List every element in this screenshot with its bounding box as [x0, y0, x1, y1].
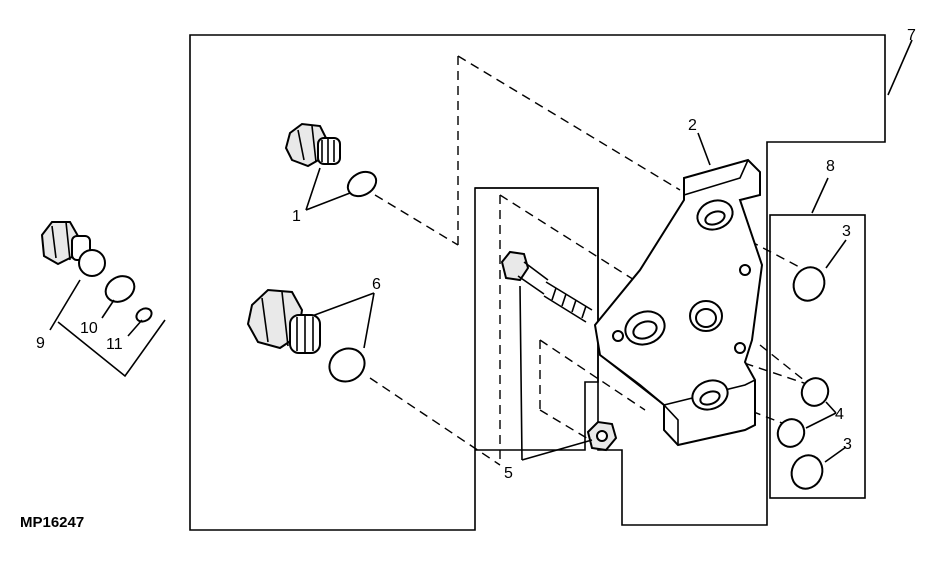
callout-8: 8 [826, 158, 835, 175]
group-frame-5 [475, 187, 599, 451]
leader-lines [49, 39, 913, 463]
callout-1: 1 [292, 208, 301, 225]
group-frame-8 [769, 214, 866, 499]
plug-9 [40, 221, 106, 277]
callout-7: 7 [907, 27, 916, 44]
o-ring-1 [346, 170, 378, 198]
callout-11: 11 [106, 336, 123, 353]
callout-3-lower: 3 [843, 436, 852, 453]
plug-1 [284, 122, 341, 168]
figure-code: MP16247 [20, 514, 84, 531]
callout-2: 2 [688, 117, 697, 134]
o-ring-4-lower [776, 418, 806, 448]
valve-plate-2 [593, 158, 764, 447]
o-ring-6 [328, 347, 366, 383]
callout-3-upper: 3 [842, 223, 851, 240]
callout-4: 4 [835, 406, 844, 423]
o-ring-3-upper [792, 266, 826, 302]
nut-5 [586, 420, 618, 452]
callout-9: 9 [36, 335, 45, 352]
callout-6: 6 [372, 276, 381, 293]
plug-6 [246, 288, 321, 354]
callout-10: 10 [80, 320, 98, 337]
bracket-9-10-11 [57, 319, 166, 378]
group-frame-7 [189, 34, 886, 531]
bolt-5 [500, 250, 593, 323]
callout-5: 5 [504, 465, 513, 482]
o-ring-10 [104, 275, 136, 303]
o-ring-11 [135, 307, 153, 323]
o-ring-4-upper [800, 377, 830, 407]
o-ring-3-lower [790, 454, 824, 490]
